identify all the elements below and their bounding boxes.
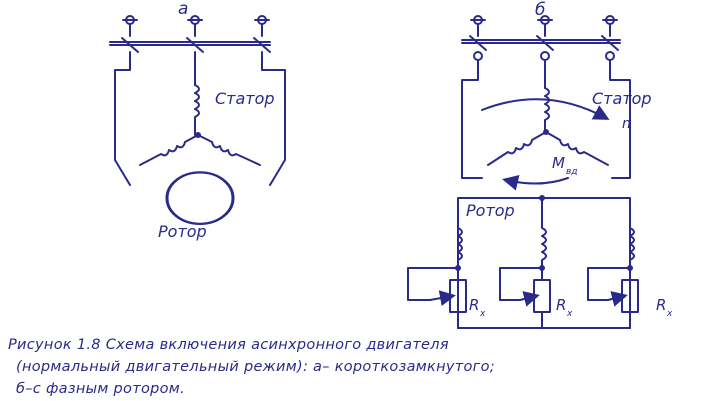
stator-frame xyxy=(609,59,631,179)
label-b: б xyxy=(535,0,545,20)
rotor-label-a: Ротор xyxy=(158,222,207,241)
rx-label-1: R xyxy=(469,296,479,314)
stator-frame xyxy=(114,51,131,186)
rotor-coil-icon xyxy=(629,219,635,269)
rotor-coil-icon xyxy=(457,219,463,269)
label-a: а xyxy=(178,0,188,19)
rotor-phase-3 xyxy=(587,219,639,329)
stator-coil-icon xyxy=(139,134,199,166)
switch-icon xyxy=(461,35,621,61)
torque-label: М xyxy=(552,154,565,172)
rotor-phase-2 xyxy=(499,199,551,329)
stator-coil-icon xyxy=(544,87,550,131)
rotor-coil-icon xyxy=(541,199,547,269)
rotation-arrow-icon xyxy=(481,98,610,120)
rx-subscript-2: x xyxy=(566,309,573,319)
stator-coil-icon xyxy=(545,131,609,166)
stator-frame xyxy=(261,51,286,186)
torque-arrow-icon xyxy=(502,174,569,191)
squirrel-cage-rotor-icon xyxy=(165,171,235,226)
stator-label-a: Статор xyxy=(215,89,275,108)
rx-subscript-1: x xyxy=(479,309,486,319)
rotor-phase-1 xyxy=(407,219,467,329)
stator-coil-icon xyxy=(197,134,261,166)
stator-coil-icon xyxy=(194,84,200,136)
terminal-icon xyxy=(470,15,618,37)
stator-coil-icon xyxy=(487,131,547,166)
terminal-icon xyxy=(122,15,270,37)
switch-icon xyxy=(109,37,271,53)
diagram-b: б Статор n М вд xyxy=(407,0,673,329)
caption-line-3: б–с фазным ротором. xyxy=(16,381,185,397)
stator-label-b: Статор xyxy=(592,89,652,108)
diagram-a: а Статор Ротор xyxy=(109,0,286,241)
torque-subscript: вд xyxy=(566,167,578,177)
caption-line-2: (нормальный двигательный режим): а– коро… xyxy=(16,359,495,375)
stator-frame xyxy=(461,59,483,179)
figure-caption: Рисунок 1.8 Схема включения асинхронного… xyxy=(8,334,708,400)
rx-label-2: R xyxy=(556,296,566,314)
rx-label-3: R xyxy=(656,296,666,314)
caption-line-1: Рисунок 1.8 Схема включения асинхронного… xyxy=(8,337,449,353)
speed-label: n xyxy=(622,116,631,132)
rotor-label-b: Ротор xyxy=(466,201,515,220)
rx-subscript-3: x xyxy=(666,309,673,319)
